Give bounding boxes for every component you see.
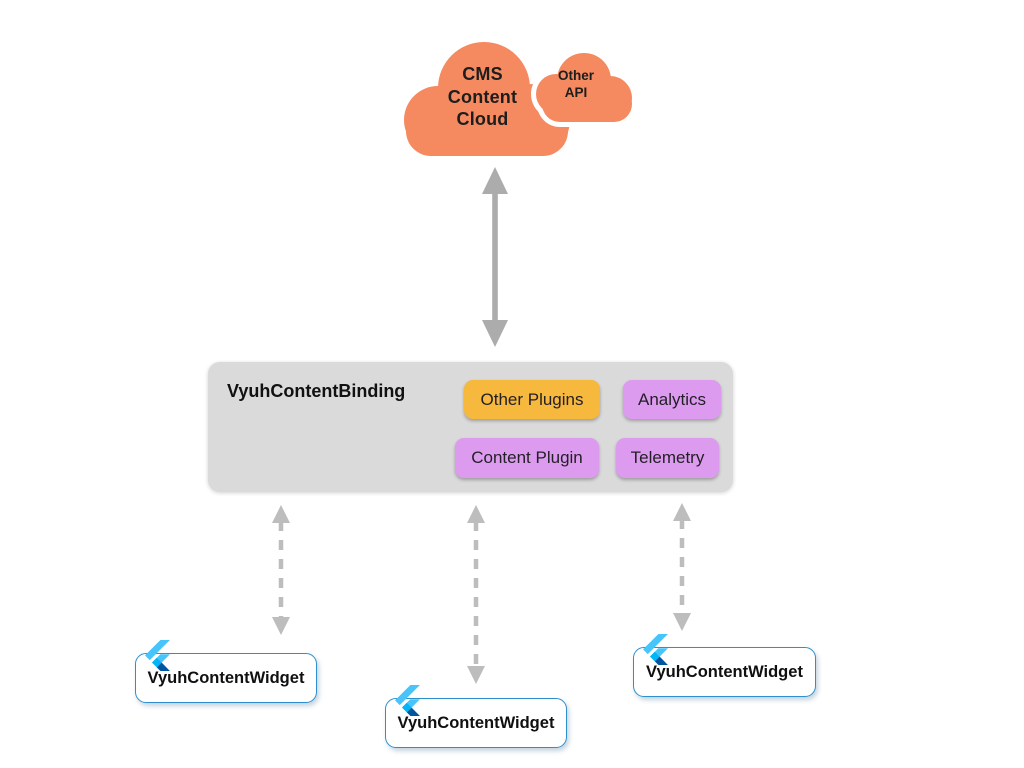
flutter-icon: [643, 634, 668, 665]
binding-title: VyuhContentBinding: [227, 381, 406, 401]
vyuh-content-widget-middle: VyuhContentWidget: [385, 685, 567, 748]
widget-label: VyuhContentWidget: [646, 662, 803, 681]
flutter-icon: [395, 685, 420, 716]
vyuh-content-widget-right: VyuhContentWidget: [633, 634, 816, 697]
cloud-title-line: Cloud: [456, 109, 509, 129]
widget-label: VyuhContentWidget: [397, 713, 555, 732]
cloud-title-line: CMS: [462, 64, 503, 84]
chip-analytics: Analytics: [623, 380, 721, 419]
chip-other-plugins: Other Plugins: [464, 380, 600, 419]
other-api-line: API: [564, 84, 588, 100]
cloud-title-line: Content: [447, 86, 518, 107]
chip-telemetry: Telemetry: [616, 438, 719, 478]
flutter-icon: [145, 640, 170, 671]
vyuh-content-widget-left: VyuhContentWidget: [135, 640, 317, 703]
other-api-label: Other API: [544, 68, 608, 101]
widget-label: VyuhContentWidget: [147, 668, 305, 687]
other-api-line: Other: [557, 68, 594, 83]
cloud-title: CMS Content Cloud: [420, 63, 545, 131]
cloud-binding-arrow: [482, 167, 508, 347]
cms-cloud-shape: [404, 42, 636, 156]
binding-widget-arrow-left: [272, 505, 290, 635]
chip-content-plugin: Content Plugin: [455, 438, 599, 478]
binding-widget-arrow-middle: [467, 505, 485, 684]
binding-widget-arrow-right: [673, 503, 691, 631]
